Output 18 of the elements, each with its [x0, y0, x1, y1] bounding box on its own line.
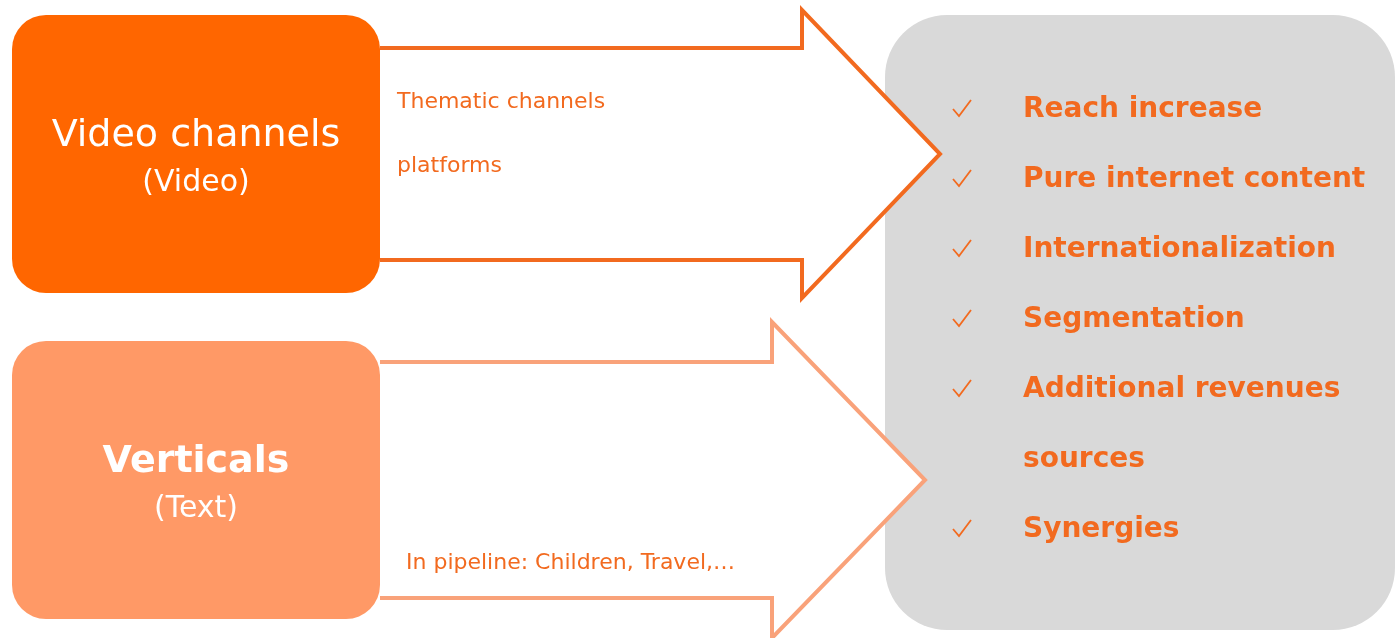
- arrow-text: Thematic channels: [397, 88, 606, 113]
- benefits-panel: [885, 15, 1395, 630]
- arrow-text: platforms: [397, 152, 502, 177]
- benefit-text: Synergies: [1023, 510, 1181, 546]
- benefit-text: Internationalization: [1023, 230, 1337, 266]
- block-arrow: [378, 5, 943, 303]
- category-box: [12, 341, 380, 619]
- box-subtitle: (Text): [153, 488, 239, 524]
- block-arrow: [378, 317, 928, 638]
- benefit-text: Pure internet content: [1023, 160, 1367, 196]
- box-subtitle: (Video): [142, 162, 250, 198]
- box-title: Video channels: [51, 110, 341, 155]
- arrow-text: In pipeline: Children, Travel,…: [406, 549, 736, 574]
- benefit-text: Additional revenues sources: [1023, 370, 1342, 476]
- benefit-text: Segmentation: [1023, 300, 1246, 336]
- box-title: Verticals: [102, 436, 290, 481]
- category-box: [12, 15, 380, 293]
- benefit-text: Reach increase: [1023, 90, 1264, 126]
